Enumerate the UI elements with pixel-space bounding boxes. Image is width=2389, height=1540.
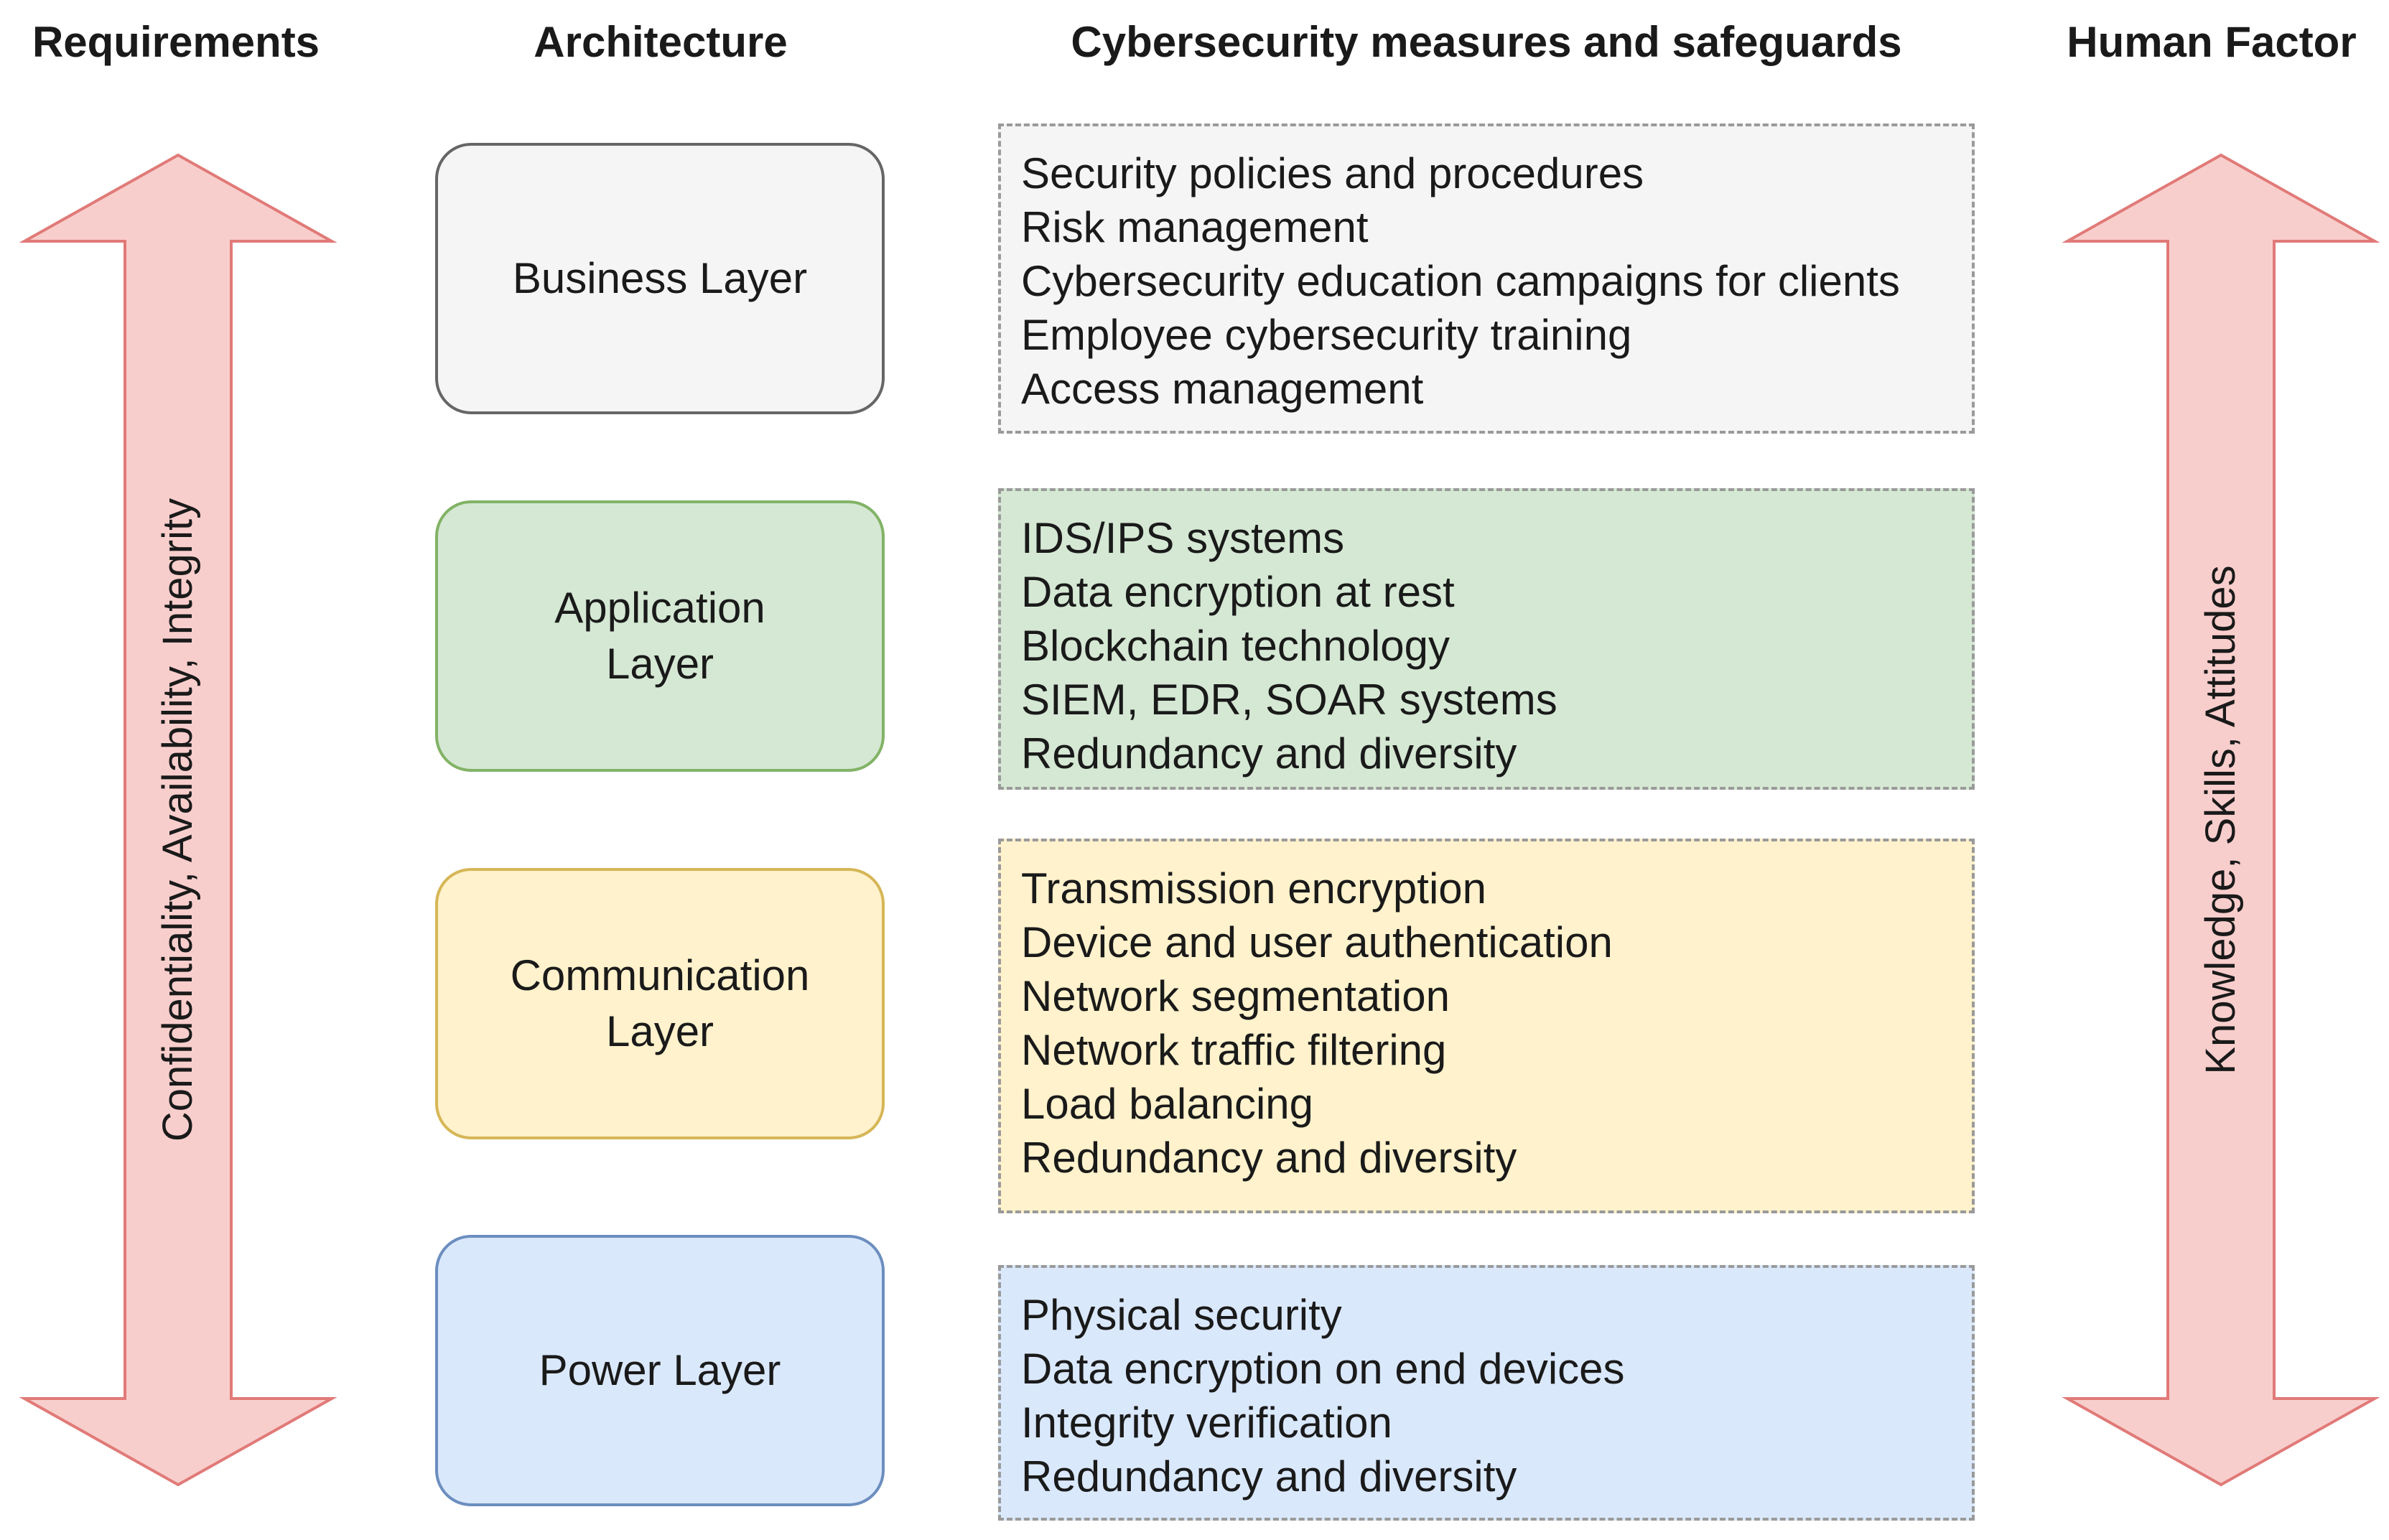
- right-arrow-shape: [2062, 153, 2380, 1487]
- measure-item: Integrity verification: [1021, 1399, 1392, 1447]
- power-layer-box: Power Layer: [435, 1235, 885, 1506]
- application-layer-label: Application Layer: [554, 584, 765, 688]
- right-arrow-label: Knowledge, Skills, Attitudes: [2197, 565, 2244, 1075]
- measure-item: Data encryption at rest: [1021, 568, 1455, 616]
- measure-item: Cybersecurity education campaigns for cl…: [1021, 257, 1900, 305]
- left-double-arrow: [19, 153, 337, 1487]
- measure-item: Network segmentation: [1021, 972, 1450, 1020]
- measure-item: Redundancy and diversity: [1021, 729, 1517, 778]
- business-layer-box: Business Layer: [435, 143, 885, 414]
- measure-item: Security policies and procedures: [1021, 149, 1644, 197]
- measures-heading: Cybersecurity measures and safeguards: [1071, 18, 1902, 66]
- communication-layer-box: Communication Layer: [435, 868, 885, 1139]
- communication-layer-label: Communication Layer: [510, 951, 810, 1055]
- measure-item: Risk management: [1021, 203, 1369, 251]
- business-layer-label: Business Layer: [512, 254, 808, 302]
- power-measures-list: Physical security Data encryption on end…: [1021, 1288, 1972, 1503]
- right-double-arrow: [2062, 153, 2380, 1487]
- measure-item: Access management: [1021, 365, 1424, 413]
- measure-item: Physical security: [1021, 1291, 1342, 1339]
- power-measures-box: Physical security Data encryption on end…: [998, 1265, 1975, 1521]
- measure-item: Redundancy and diversity: [1021, 1134, 1517, 1182]
- left-arrow-label: Confidentiality, Availability, Integrity: [154, 498, 201, 1142]
- measure-item: Redundancy and diversity: [1021, 1452, 1517, 1501]
- requirements-heading: Requirements: [32, 18, 320, 66]
- measure-item: Employee cybersecurity training: [1021, 311, 1632, 359]
- application-measures-box: IDS/IPS systems Data encryption at rest …: [998, 488, 1975, 790]
- measure-item: IDS/IPS systems: [1021, 514, 1345, 562]
- measure-item: Transmission encryption: [1021, 864, 1487, 913]
- measure-item: SIEM, EDR, SOAR systems: [1021, 676, 1557, 724]
- application-layer-box: Application Layer: [435, 500, 885, 772]
- communication-measures-list: Transmission encryption Device and user …: [1021, 862, 1972, 1185]
- measure-item: Load balancing: [1021, 1080, 1314, 1128]
- business-measures-box: Security policies and procedures Risk ma…: [998, 123, 1975, 434]
- measure-item: Blockchain technology: [1021, 622, 1450, 670]
- business-measures-list: Security policies and procedures Risk ma…: [1021, 146, 1972, 416]
- application-measures-list: IDS/IPS systems Data encryption at rest …: [1021, 511, 1972, 780]
- measure-item: Data encryption on end devices: [1021, 1345, 1625, 1393]
- human-factor-heading: Human Factor: [2067, 18, 2357, 66]
- measure-item: Device and user authentication: [1021, 918, 1613, 966]
- architecture-heading: Architecture: [534, 18, 788, 66]
- left-arrow-shape: [19, 153, 337, 1487]
- power-layer-label: Power Layer: [539, 1346, 781, 1394]
- measure-item: Network traffic filtering: [1021, 1026, 1447, 1074]
- communication-measures-box: Transmission encryption Device and user …: [998, 839, 1975, 1213]
